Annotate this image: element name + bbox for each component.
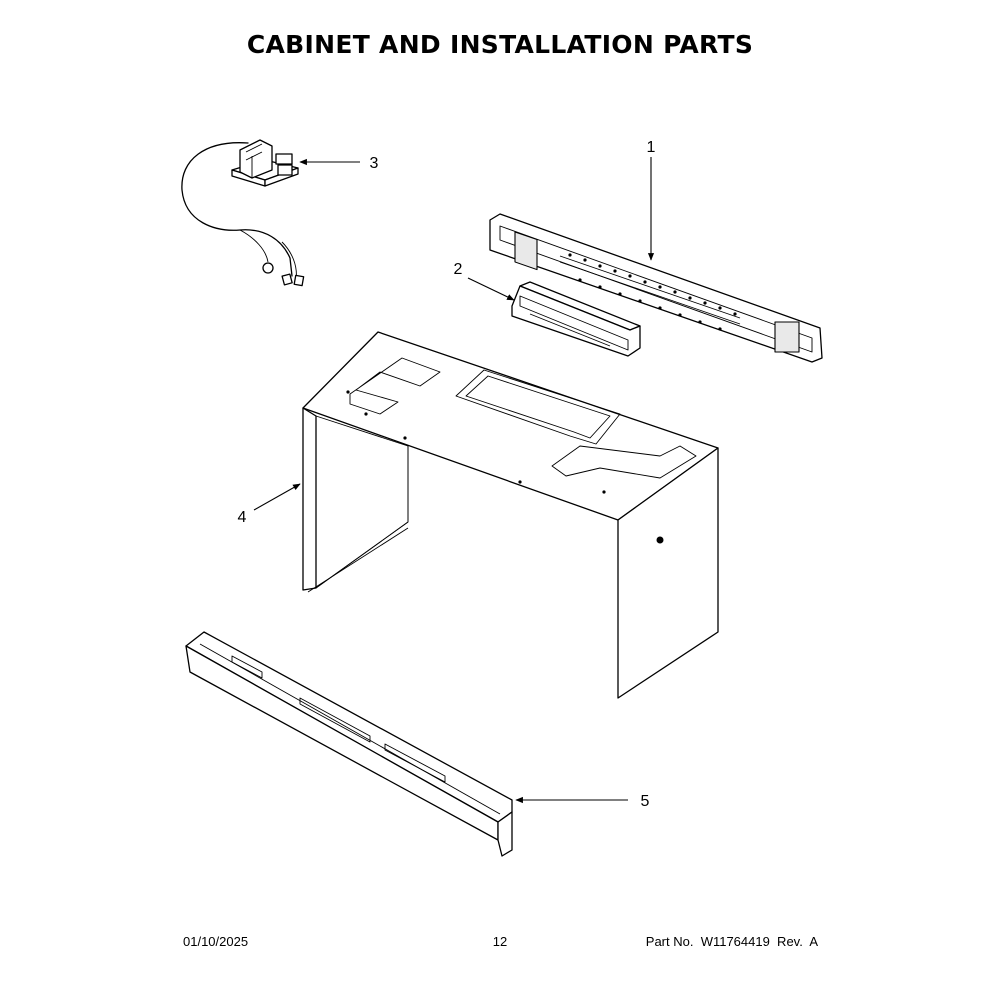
mounting-plate-part-1 (489, 157, 823, 363)
footer-date: 01/10/2025 (183, 934, 249, 949)
callout-3: 3 (370, 155, 379, 172)
front-rail-part-5 (185, 631, 628, 857)
callout-5: 5 (641, 793, 650, 810)
callout-1: 1 (647, 139, 656, 156)
footer-part-number: Part No. W11764419 Rev. A (645, 934, 818, 949)
cabinet-part-4 (253, 331, 719, 699)
page-title: CABINET AND INSTALLATION PARTS (246, 30, 754, 59)
damper-bracket-part-2 (467, 277, 641, 357)
power-cord-part-3 (181, 139, 360, 287)
footer-page-number: 12 (492, 934, 508, 949)
callout-4: 4 (238, 509, 247, 526)
callout-2: 2 (454, 261, 463, 278)
